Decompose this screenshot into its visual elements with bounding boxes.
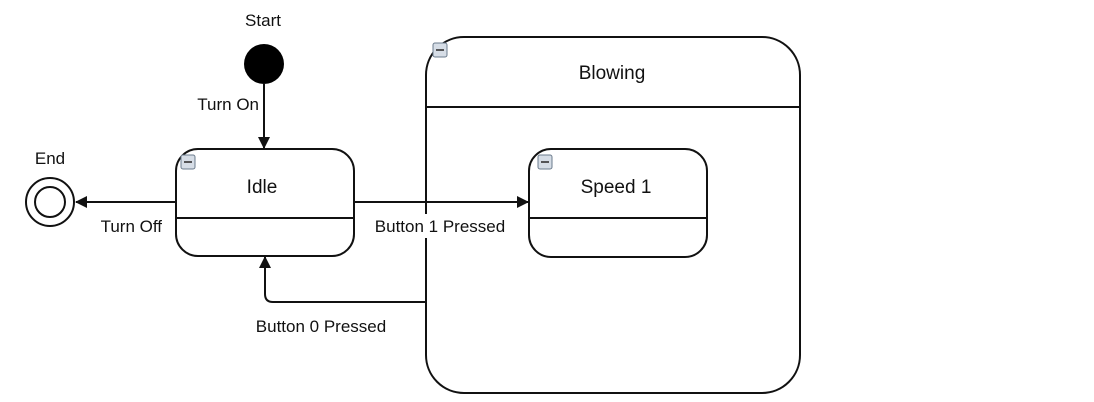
end-label: End (35, 149, 65, 168)
button-1-label: Button 1 Pressed (375, 217, 505, 236)
turn-off-label: Turn Off (101, 217, 163, 236)
button-0-label: Button 0 Pressed (256, 317, 386, 336)
state-speed-1[interactable] (528, 148, 708, 258)
button-1-label-background (362, 214, 518, 238)
blowing-collapse-icon[interactable] (432, 42, 448, 58)
initial-state-node[interactable] (244, 44, 284, 84)
state-idle-name: Idle (247, 177, 278, 198)
state-blowing-name: Blowing (579, 63, 646, 84)
state-idle[interactable] (175, 148, 355, 257)
state-speed-1-name: Speed 1 (581, 177, 652, 198)
start-label: Start (245, 11, 281, 30)
button-0-transition[interactable] (259, 256, 426, 303)
turn-on-label: Turn On (197, 95, 259, 114)
final-state-node[interactable] (25, 177, 75, 227)
speed1-collapse-icon[interactable] (537, 154, 553, 170)
idle-collapse-icon[interactable] (180, 154, 196, 170)
